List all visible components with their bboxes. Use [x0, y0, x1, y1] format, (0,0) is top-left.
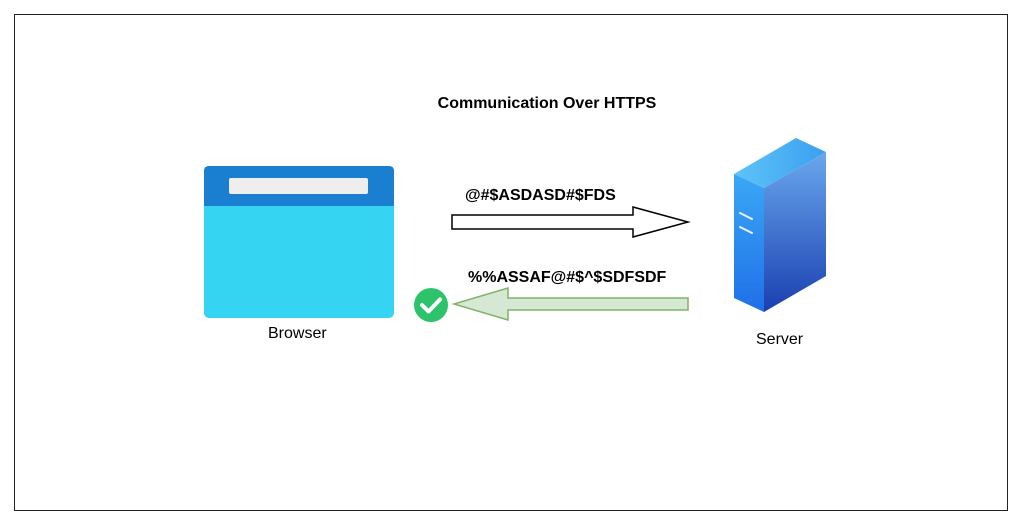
diagram-frame: [14, 14, 1008, 511]
browser-window-icon: [204, 166, 394, 318]
browser-label: Browser: [268, 325, 327, 342]
response-arrow: [451, 286, 689, 322]
check-circle-icon: [414, 288, 448, 322]
request-arrow: [451, 206, 691, 238]
diagram-title: Communication Over HTTPS: [437, 95, 657, 112]
address-bar: [229, 178, 368, 194]
server-label: Server: [756, 331, 804, 348]
server-tower-icon: [734, 138, 826, 312]
response-message: %%ASSAF@#$^$SDFSDF: [468, 269, 667, 286]
request-message: @#$ASDASD#$FDS: [465, 187, 616, 204]
